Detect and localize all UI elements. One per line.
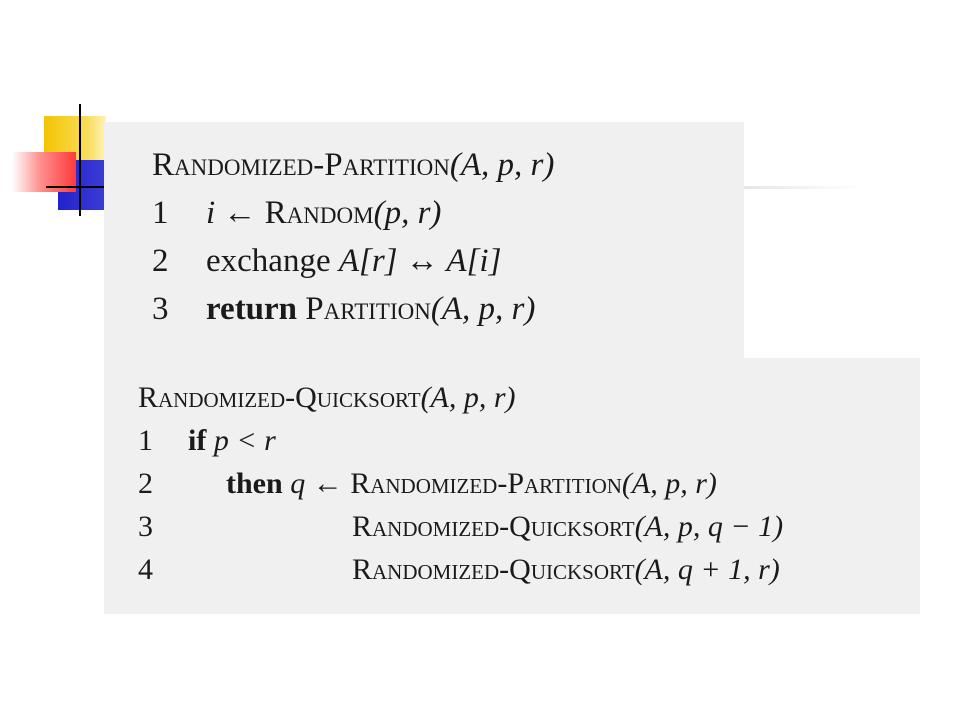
code-line: 3 return Partition(A, p, r)	[152, 288, 554, 336]
code-line: 4 Randomized-Quicksort(A, q + 1, r)	[138, 550, 783, 593]
slide-decoration	[0, 0, 120, 220]
keyword: then	[226, 467, 283, 500]
call-name: Random	[264, 195, 374, 231]
quicksort-panel	[104, 358, 920, 614]
call-name: Randomized-Partition	[350, 467, 622, 500]
call-args: (A, p, r)	[430, 291, 536, 327]
line-number: 3	[138, 510, 153, 543]
red-gradient-square	[12, 152, 76, 192]
procedure-args: (A, p, r)	[449, 147, 555, 183]
variable: i	[206, 195, 216, 231]
code-line: 1 i ← Random(p, r)	[152, 192, 554, 240]
partition-panel	[104, 122, 744, 360]
expression: p < r	[213, 424, 276, 457]
code-line: 2 then q ← Randomized-Partition(A, p, r)	[138, 464, 783, 507]
expression: A[r] ↔ A[i]	[338, 243, 502, 279]
title-underline	[744, 186, 864, 189]
call-args: (A, p, q − 1)	[634, 510, 784, 543]
line-number: 2	[152, 243, 169, 279]
call-args: (A, p, r)	[621, 467, 717, 500]
quicksort-header: Randomized-Quicksort(A, p, r)	[138, 378, 783, 421]
call-name: Randomized-Quicksort	[352, 553, 635, 586]
partition-header: Randomized-Partition(A, p, r)	[152, 144, 554, 192]
statement-text: exchange	[206, 243, 331, 279]
line-number: 2	[138, 467, 153, 500]
code-line: 1 if p < r	[138, 421, 783, 464]
line-number: 1	[138, 424, 153, 457]
call-name: Partition	[305, 291, 431, 327]
procedure-name: Randomized-Quicksort	[138, 381, 421, 414]
call-args: (A, q + 1, r)	[634, 553, 780, 586]
procedure-args: (A, p, r)	[420, 381, 516, 414]
keyword: if	[188, 424, 207, 457]
line-number: 1	[152, 195, 169, 231]
vertical-line	[79, 104, 81, 216]
line-number: 4	[138, 553, 153, 586]
call-name: Randomized-Quicksort	[352, 510, 635, 543]
procedure-name: Randomized-Partition	[152, 147, 450, 183]
keyword: return	[206, 291, 298, 327]
code-line: 2 exchange A[r] ↔ A[i]	[152, 240, 554, 288]
call-args: (p, r)	[373, 195, 442, 231]
assign-arrow: ←	[312, 467, 343, 500]
assign-arrow: ←	[223, 195, 257, 231]
line-number: 3	[152, 291, 169, 327]
variable: q	[290, 467, 306, 500]
code-line: 3 Randomized-Quicksort(A, p, q − 1)	[138, 507, 783, 550]
horizontal-line	[46, 186, 104, 188]
